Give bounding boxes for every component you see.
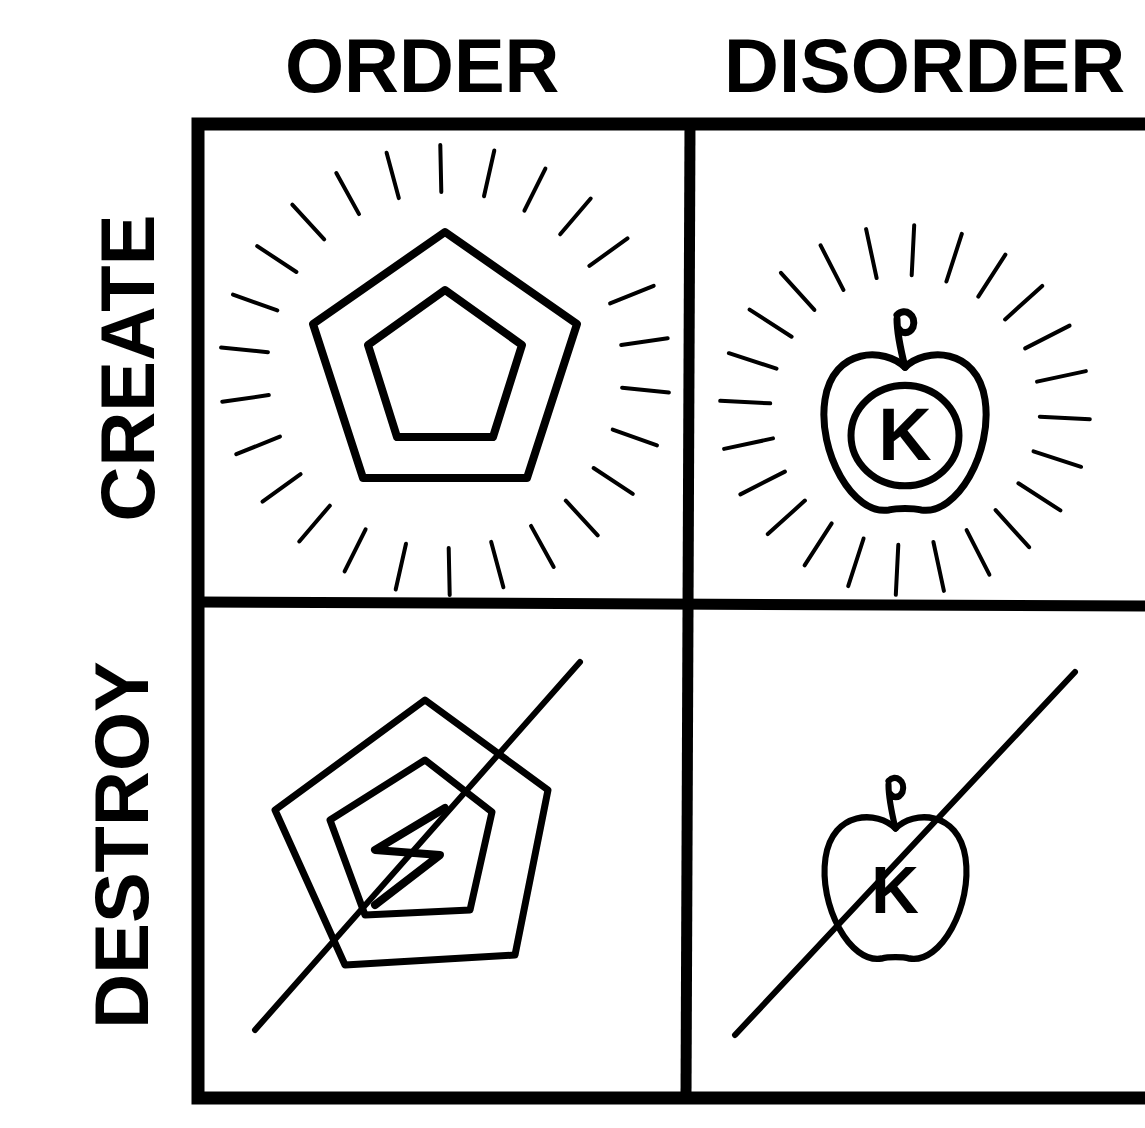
ray-line <box>729 353 777 368</box>
ray-line <box>996 510 1030 547</box>
ray-line <box>589 238 627 266</box>
apple-node: K <box>808 770 983 975</box>
ray-line <box>1040 417 1090 420</box>
ray-line <box>292 205 324 240</box>
pentagon-outer <box>313 232 577 478</box>
apple-letter: K <box>878 398 931 472</box>
axis-label: ORDER <box>285 28 559 104</box>
axis-label: CREATE <box>90 215 166 522</box>
apple-node: K <box>805 303 1005 528</box>
apple-stem <box>888 778 903 829</box>
ray-line <box>524 169 545 211</box>
ray-line <box>263 474 301 502</box>
ray-line <box>396 544 406 590</box>
grid-divider <box>198 602 1145 606</box>
ray-line <box>933 542 944 591</box>
broken-pentagon-inner <box>330 760 492 915</box>
ray-line <box>946 234 961 282</box>
ray-line <box>531 526 554 567</box>
ray-line <box>449 548 450 595</box>
ray-line <box>233 295 277 311</box>
strike-line <box>255 662 580 1030</box>
ray-line <box>566 501 598 536</box>
ray-line <box>257 246 296 272</box>
broken-pentagon-outer <box>275 700 548 965</box>
apple-stem <box>897 311 914 366</box>
ray-line <box>750 310 792 337</box>
ray-line <box>781 273 815 310</box>
grid-frame <box>198 124 1145 1098</box>
ray-line <box>967 530 990 575</box>
ray-line <box>594 468 633 494</box>
ray-line <box>740 472 785 495</box>
ray-line <box>621 338 668 345</box>
axis-label: DESTROY <box>84 661 160 1028</box>
apple-body <box>824 354 986 509</box>
ray-line <box>866 229 877 278</box>
ray-line <box>1005 286 1042 320</box>
ray-line <box>236 437 280 455</box>
ray-line <box>484 151 494 197</box>
ray-line <box>613 430 657 446</box>
letter-ring <box>851 385 959 485</box>
ray-line <box>821 245 844 290</box>
ray-line <box>1037 371 1086 382</box>
apple-body <box>824 817 966 959</box>
ray-line <box>1034 451 1082 466</box>
ray-line <box>336 173 359 214</box>
ray-line <box>491 542 503 587</box>
apple-letter: K <box>871 857 919 923</box>
ray-line <box>345 529 366 571</box>
ray-line <box>896 545 899 595</box>
ray-line <box>848 539 863 587</box>
ray-line <box>221 348 268 353</box>
ray-line <box>978 255 1005 297</box>
ray-line <box>222 395 268 402</box>
ray-line <box>912 225 915 275</box>
ray-line <box>724 438 773 449</box>
ray-line <box>299 506 330 542</box>
ray-line <box>387 153 399 198</box>
radiating-rays <box>221 145 1090 595</box>
ray-line <box>560 199 591 235</box>
ray-line <box>805 523 832 565</box>
ray-line <box>610 286 654 304</box>
ray-line <box>1018 483 1060 510</box>
ray-line <box>1025 326 1070 349</box>
axis-label: DISORDER <box>724 28 1125 104</box>
ray-line <box>720 401 770 404</box>
grid-divider <box>686 124 690 1098</box>
strike-line <box>735 672 1075 1035</box>
pentagon-inner <box>368 290 522 437</box>
ray-line <box>622 388 669 393</box>
ray-line <box>440 145 441 192</box>
ray-line <box>768 501 805 534</box>
